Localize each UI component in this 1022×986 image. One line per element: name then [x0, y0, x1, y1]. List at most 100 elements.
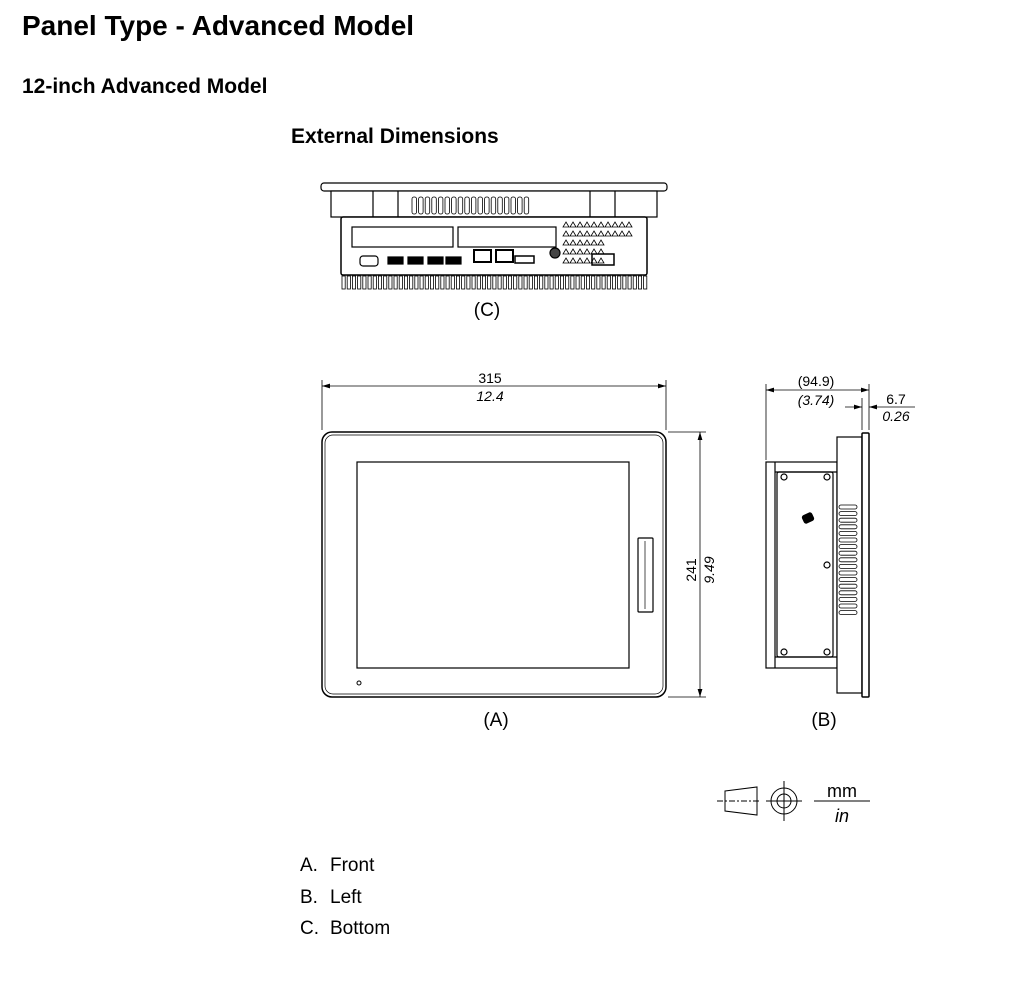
- vent-slot: [490, 196, 497, 215]
- vent-slots: [411, 196, 530, 215]
- heatsink-fin: [424, 275, 429, 290]
- heatsink-fin: [357, 275, 362, 290]
- expansion-slot-cover: [457, 226, 557, 248]
- vent-slot: [451, 196, 457, 215]
- heatsink-fin: [502, 275, 507, 290]
- heatsink-fin: [622, 275, 627, 290]
- heatsink-fin: [643, 275, 648, 290]
- heatsink-fin: [450, 275, 455, 290]
- heatsink-fin: [570, 275, 575, 290]
- heatsink-fin: [507, 275, 512, 290]
- width-in: 12.4: [476, 388, 503, 404]
- heatsink-fin: [476, 275, 481, 290]
- heatsink-fin: [362, 275, 367, 290]
- screw-icon: [780, 648, 788, 656]
- display-port: [514, 255, 535, 264]
- vent-slot: [838, 557, 858, 563]
- unit-mm: mm: [827, 781, 857, 801]
- vent-hole: [590, 221, 598, 228]
- heatsink-fin: [523, 275, 528, 290]
- heatsink-fin: [398, 275, 403, 290]
- usb-port: [445, 256, 462, 265]
- ethernet-port: [473, 249, 492, 263]
- vent-hole: [590, 230, 598, 237]
- left-view: [765, 432, 870, 698]
- heatsink-fin: [534, 275, 539, 290]
- heatsink-fin: [403, 275, 408, 290]
- heatsink-fin: [617, 275, 622, 290]
- heatsink-fin: [632, 275, 637, 290]
- vent-slot: [477, 196, 483, 215]
- vent-hole: [625, 221, 633, 228]
- depth-dimension: [765, 384, 915, 460]
- vent-hole: [625, 230, 633, 237]
- heatsink-fin: [580, 275, 585, 290]
- width-mm: 315: [478, 370, 502, 386]
- vent-slot: [838, 583, 858, 589]
- vent-slot: [838, 517, 858, 523]
- drawing-heading: External Dimensions: [291, 125, 499, 148]
- legend-label: Left: [330, 887, 362, 908]
- heatsink-fin: [586, 275, 591, 290]
- vent-slot: [470, 196, 477, 215]
- heatsink-fin: [341, 275, 346, 290]
- usb-cover: [637, 537, 654, 613]
- vent-slot: [838, 610, 858, 615]
- heatsink-fin: [393, 275, 398, 290]
- heatsink-fin: [377, 275, 382, 290]
- heatsink-fin: [466, 275, 471, 290]
- vent-hole: [576, 230, 584, 237]
- side-vent-slots: [838, 504, 858, 615]
- heatsink-fin: [638, 275, 643, 290]
- vent-slot: [838, 597, 858, 602]
- height-in: 9.49: [701, 556, 717, 583]
- vent-hole: [611, 221, 619, 228]
- bezel-mm: 6.7: [886, 391, 906, 407]
- heatsink-fin: [409, 275, 414, 290]
- vent-hole: [611, 230, 619, 237]
- vent-hole: [583, 230, 591, 237]
- vent-hole: [562, 239, 570, 246]
- heatsink-fin: [429, 275, 434, 290]
- heatsink-fin: [445, 275, 450, 290]
- vent-hole: [569, 221, 577, 228]
- vent-slot: [464, 196, 470, 215]
- heatsink-fin: [455, 275, 460, 290]
- width-dimension: [321, 380, 667, 430]
- heatsink-fin: [544, 275, 549, 290]
- vent-slot: [424, 196, 431, 215]
- screw-icon: [823, 648, 831, 656]
- vent-hole: [604, 221, 612, 228]
- legend-label: Bottom: [330, 918, 391, 939]
- legend-key: A.: [300, 855, 318, 876]
- usb-port: [407, 256, 424, 265]
- heatsink-fin: [372, 275, 377, 290]
- heatsink-fin: [596, 275, 601, 290]
- heatsink-fin: [601, 275, 606, 290]
- vent-slot: [444, 196, 450, 215]
- heatsink-fin: [554, 275, 559, 290]
- depth-mm: (94.9): [798, 373, 835, 389]
- heatsink-fin: [518, 275, 523, 290]
- heatsink-fin: [591, 275, 596, 290]
- vent-slot: [838, 577, 858, 582]
- vent-hole: [604, 230, 612, 237]
- unit-in: in: [835, 806, 849, 826]
- vent-hole: [569, 248, 577, 255]
- ethernet-port: [495, 249, 514, 263]
- vent-slot: [838, 537, 858, 543]
- vent-slot: [431, 196, 437, 215]
- vent-hole: [576, 221, 584, 228]
- vent-hole: [583, 221, 591, 228]
- page-title: Panel Type - Advanced Model: [22, 10, 415, 41]
- vent-hole: [590, 257, 598, 264]
- heatsink-fin: [351, 275, 356, 290]
- vent-hole: [576, 239, 584, 246]
- height-dimension: [668, 431, 706, 698]
- vent-slot: [838, 590, 858, 596]
- section-subtitle: 12-inch Advanced Model: [22, 75, 268, 98]
- left-view-label: (B): [811, 710, 836, 731]
- vent-hole: [590, 248, 598, 255]
- heatsink-fin: [487, 275, 492, 290]
- heatsink-fin: [560, 275, 565, 290]
